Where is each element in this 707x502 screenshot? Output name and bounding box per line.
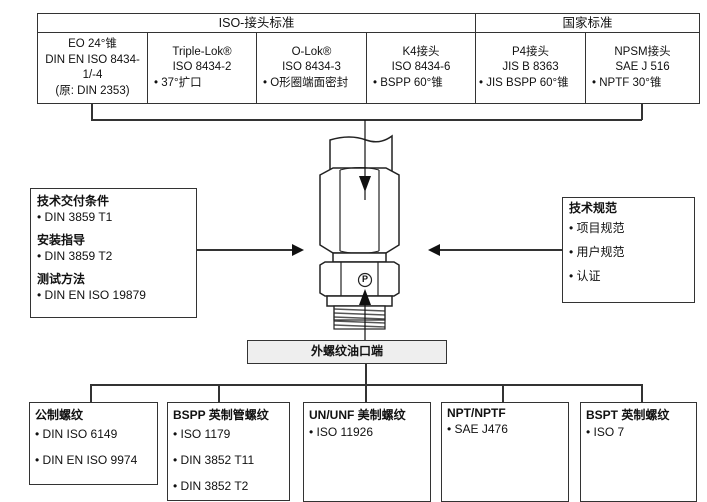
connector-line xyxy=(91,103,93,120)
col-bullet: • 37°扩口 xyxy=(154,76,202,89)
col-line: (原: DIN 2353) xyxy=(55,84,130,97)
p-marker-label: P xyxy=(361,274,368,284)
col-line: SAE J 516 xyxy=(615,61,670,74)
section-item: • DIN 3859 T1 xyxy=(37,210,113,224)
thread-box-item: • DIN 3852 T2 xyxy=(173,479,249,493)
column-npsm: NPSM接头 SAE J 516 • NPTF 30°锥 xyxy=(586,33,699,103)
left-info-panel: 技术交付条件 • DIN 3859 T1 安装指导 • DIN 3859 T2 … xyxy=(30,188,197,318)
col-line: NPSM接头 xyxy=(614,45,671,58)
section-item: • DIN EN ISO 19879 xyxy=(37,288,146,302)
col-line: K4接头 xyxy=(402,45,440,58)
section-title-installation: 安装指导 xyxy=(37,233,86,247)
spec-item: • 认证 xyxy=(569,269,601,283)
thread-box-item: • ISO 1179 xyxy=(173,427,231,441)
section-title-test-method: 测试方法 xyxy=(37,272,86,286)
thread-box-npt: NPT/NPTF • SAE J476 xyxy=(441,402,569,502)
iso-standards-header: ISO-接头标准 xyxy=(38,14,476,33)
connector-line xyxy=(91,119,642,121)
col-line: O-Lok® xyxy=(291,45,332,58)
thread-box-title: BSPP 英制管螺纹 xyxy=(173,408,269,422)
thread-lines xyxy=(333,308,386,328)
national-standards-header: 国家标准 xyxy=(476,14,699,33)
connector-line xyxy=(218,384,220,402)
technical-spec-title: 技术规范 xyxy=(569,201,618,215)
thread-box-item: • ISO 11926 xyxy=(309,425,374,439)
arrow-right-icon xyxy=(292,244,304,256)
right-info-panel: 技术规范 • 项目规范 • 用户规范 • 认证 xyxy=(562,197,695,303)
col-line: ISO 8434-2 xyxy=(172,61,232,74)
hydraulic-fitting-drawing xyxy=(319,120,400,340)
column-p4: P4接头 JIS B 8363 • JIS BSPP 60°锥 xyxy=(476,33,586,103)
col-bullet: • O形圈端面密封 xyxy=(263,76,349,89)
col-line: Triple-Lok® xyxy=(172,45,232,58)
thread-box-item: • SAE J476 xyxy=(447,422,508,436)
thread-box-title: 公制螺纹 xyxy=(35,408,84,422)
connector-line xyxy=(641,103,643,120)
col-line: ISO 8434-3 xyxy=(282,61,341,74)
thread-box-item: • ISO 7 xyxy=(586,425,625,439)
thread-box-metric: 公制螺纹 • DIN ISO 6149 • DIN EN ISO 9974 xyxy=(29,402,158,485)
column-k4: K4接头 ISO 8434-6 • BSPP 60°锥 xyxy=(367,33,476,103)
tube-stub xyxy=(329,134,393,173)
col-line: JIS B 8363 xyxy=(502,61,559,74)
col-line: ISO 8434-6 xyxy=(391,61,451,74)
arrow-left-icon xyxy=(428,244,440,256)
arrow-down-icon xyxy=(359,176,371,192)
connector-standards-table: ISO-接头标准 国家标准 EO 24°锥 DIN EN ISO 8434- 1… xyxy=(37,13,700,104)
p-marker-circle xyxy=(357,272,373,288)
arrow-up-icon xyxy=(359,289,371,305)
connector-line xyxy=(440,249,562,251)
column-eo-24: EO 24°锥 DIN EN ISO 8434- 1/-4 (原: DIN 23… xyxy=(38,33,148,103)
thread-box-title: BSPT 英制螺纹 xyxy=(586,408,670,422)
connector-line xyxy=(502,384,504,402)
thread-box-un-unf: UN/UNF 美制螺纹 • ISO 11926 xyxy=(303,402,431,502)
thread-box-item: • DIN EN ISO 9974 xyxy=(35,453,138,467)
thread-box-title: UN/UNF 美制螺纹 xyxy=(309,408,406,422)
thread-box-item: • DIN ISO 6149 xyxy=(35,427,118,441)
col-line: DIN EN ISO 8434- xyxy=(45,53,140,66)
hex-nut xyxy=(319,167,400,254)
spec-item: • 项目规范 xyxy=(569,221,625,235)
connector-line xyxy=(90,384,92,402)
thread-box-bspp: BSPP 英制管螺纹 • ISO 1179 • DIN 3852 T11 • D… xyxy=(167,402,290,501)
col-line: EO 24°锥 xyxy=(68,38,117,50)
section-title-delivery-conditions: 技术交付条件 xyxy=(37,194,110,208)
connector-line xyxy=(365,384,367,402)
section-item: • DIN 3859 T2 xyxy=(37,249,113,263)
thread-box-item: • DIN 3852 T11 xyxy=(173,453,255,467)
male-thread-port-label: 外螺纹油口端 xyxy=(247,340,447,364)
col-line: 1/-4 xyxy=(82,69,103,81)
spec-item: • 用户规范 xyxy=(569,245,625,259)
col-bullet: • JIS BSPP 60°锥 xyxy=(479,76,569,89)
column-triple-lok: Triple-Lok® ISO 8434-2 • 37°扩口 xyxy=(148,33,257,103)
connector-line xyxy=(365,364,367,385)
thread-box-title: NPT/NPTF xyxy=(447,406,506,420)
connector-line xyxy=(641,384,643,402)
column-o-lok: O-Lok® ISO 8434-3 • O形圈端面密封 xyxy=(257,33,367,103)
connector-line xyxy=(197,249,293,251)
col-bullet: • BSPP 60°锥 xyxy=(373,76,443,89)
col-line: P4接头 xyxy=(511,45,550,58)
col-bullet: • NPTF 30°锥 xyxy=(592,76,662,89)
thread-box-bspt: BSPT 英制螺纹 • ISO 7 xyxy=(580,402,697,502)
